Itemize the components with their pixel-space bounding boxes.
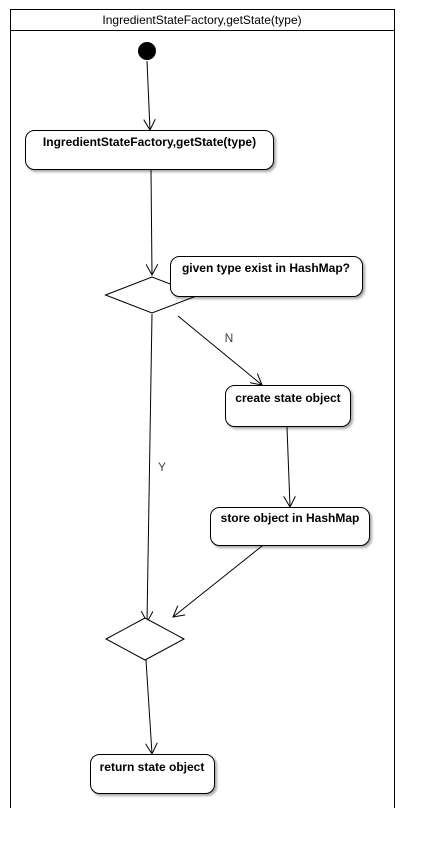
edge-store-to-merge bbox=[173, 545, 263, 617]
frame-title: IngredientStateFactory,getState(type) bbox=[102, 13, 301, 27]
diagram-frame: IngredientStateFactory,getState(type) bbox=[10, 9, 395, 808]
action-return-state-label: return state object bbox=[100, 760, 205, 774]
edge-merge-to-return bbox=[146, 659, 152, 754]
decision-label-box: given type exist in HashMap? bbox=[170, 256, 363, 297]
edge-label-no: N bbox=[225, 331, 234, 345]
edge-start-to-entry bbox=[147, 60, 150, 130]
action-entry-label: IngredientStateFactory,getState(type) bbox=[43, 135, 256, 149]
action-create-state: create state object bbox=[225, 385, 351, 427]
action-store-object-label: store object in HashMap bbox=[221, 511, 360, 525]
edge-decision-no bbox=[177, 315, 262, 385]
action-store-object: store object in HashMap bbox=[210, 507, 370, 546]
initial-node bbox=[138, 42, 156, 60]
merge-diamond bbox=[104, 617, 186, 661]
action-create-state-label: create state object bbox=[235, 391, 340, 405]
action-entry-node: IngredientStateFactory,getState(type) bbox=[25, 130, 274, 170]
edge-label-yes: Y bbox=[158, 460, 166, 474]
edges bbox=[146, 60, 290, 754]
action-return-state: return state object bbox=[90, 754, 215, 794]
decision-label: given type exist in HashMap? bbox=[182, 261, 350, 275]
edge-entry-to-decision bbox=[151, 169, 152, 275]
edge-decision-yes bbox=[147, 313, 152, 622]
edge-create-to-store bbox=[287, 426, 290, 507]
